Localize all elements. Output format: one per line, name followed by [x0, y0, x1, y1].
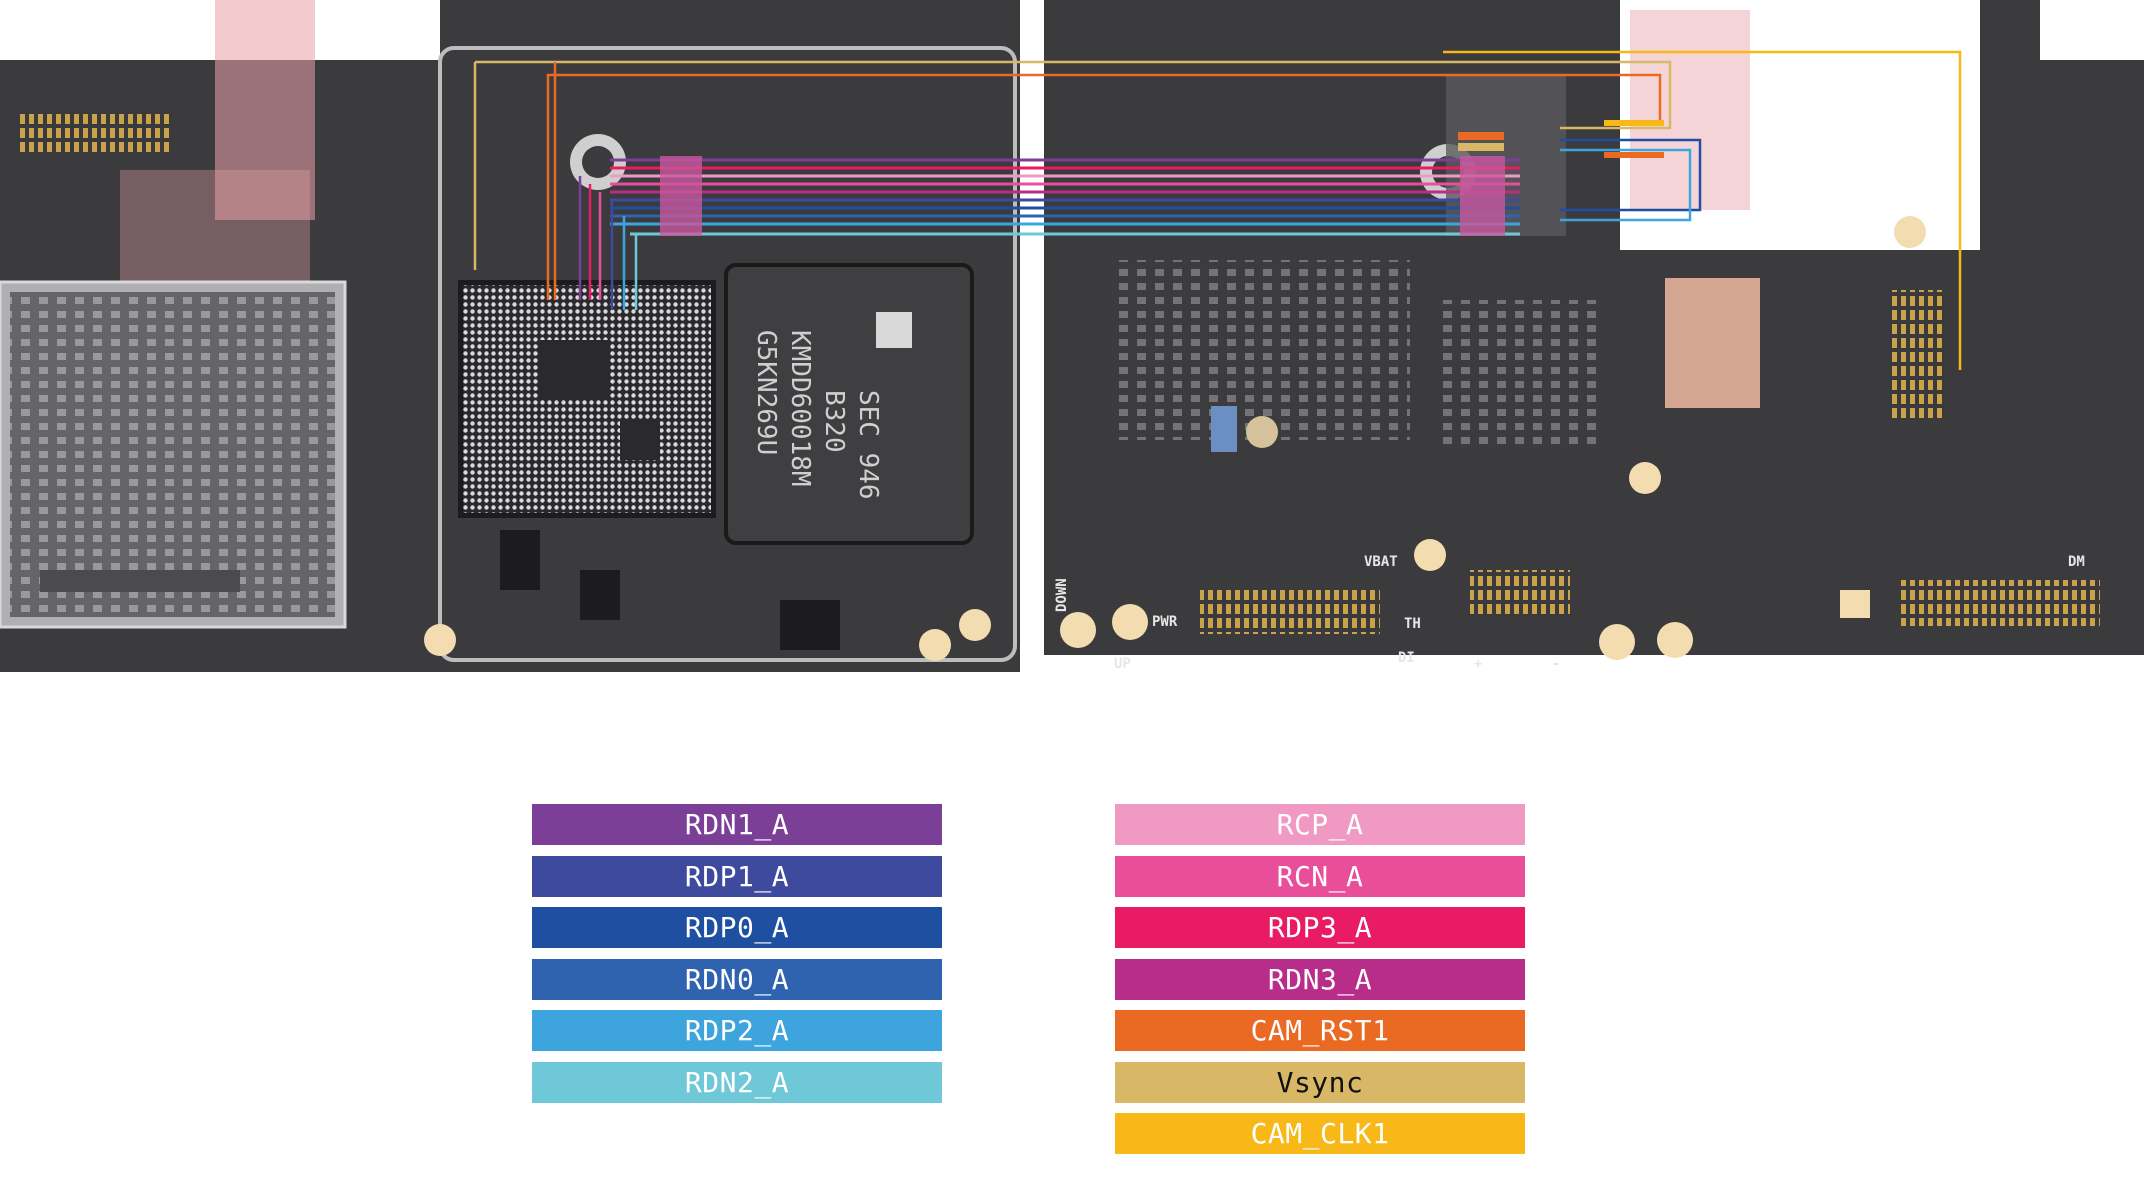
- legend-item-vsync: Vsync: [1115, 1061, 1525, 1103]
- legend-item-rcp-a: RCP_A: [1115, 804, 1525, 845]
- legend-item-cam-rst1: CAM_RST1: [1115, 1010, 1525, 1051]
- legend-item-rcn-a: RCN_A: [1115, 855, 1525, 897]
- soc-bga-chip: [458, 280, 716, 518]
- legend-item-rdp1-a: RDP1_A: [532, 855, 942, 897]
- legend-item-rdp0-a: RDP0_A: [532, 907, 942, 948]
- board-illustration: SEC 946 B320 KMDD60018M G5KN269U: [0, 0, 2144, 680]
- silk-down: DOWN: [1054, 578, 1070, 612]
- silk-vbat: VBAT: [1364, 554, 1398, 570]
- signal-traces: [473, 50, 1962, 370]
- legend-item-rdp3-a: RDP3_A: [1115, 907, 1525, 948]
- silk-dm: DM: [2068, 554, 2085, 570]
- legend-item-rdn0-a: RDN0_A: [532, 958, 942, 1000]
- mem-mark-3: KMDD60018M: [785, 330, 815, 487]
- silk-pwr: PWR: [1152, 614, 1178, 630]
- legend-item-rdn1-a: RDN1_A: [532, 804, 942, 845]
- right-board: VBAT PWR DOWN UP TH DI + - DM: [1044, 0, 2144, 680]
- mem-mark-4: G5KN269U: [751, 330, 781, 455]
- legend-item-rdp2-a: RDP2_A: [532, 1010, 942, 1051]
- legend-item-rdn3-a: RDN3_A: [1115, 958, 1525, 1000]
- mem-mark-1: SEC 946: [853, 390, 883, 500]
- mem-mark-2: B320: [819, 390, 849, 453]
- silk-plus: +: [1474, 656, 1482, 672]
- legend-item-cam-clk1: CAM_CLK1: [1115, 1113, 1525, 1154]
- left-board: SEC 946 B320 KMDD60018M G5KN269U: [0, 0, 1020, 672]
- trace-tags: [660, 120, 1664, 236]
- sim-card-tray: [0, 280, 347, 629]
- silk-th: TH: [1404, 616, 1421, 632]
- legend-item-rdn2-a: RDN2_A: [532, 1061, 942, 1103]
- silk-di: DI: [1398, 650, 1415, 666]
- legend-left-column: RDN1_A RDP1_A RDP0_A RDN0_A RDP2_A RDN2_A: [532, 804, 942, 1113]
- silk-minus: -: [1552, 656, 1560, 672]
- silk-up: UP: [1114, 656, 1131, 672]
- memory-chip: SEC 946 B320 KMDD60018M G5KN269U: [724, 263, 974, 545]
- pcb-board-photo: SEC 946 B320 KMDD60018M G5KN269U: [0, 0, 2144, 680]
